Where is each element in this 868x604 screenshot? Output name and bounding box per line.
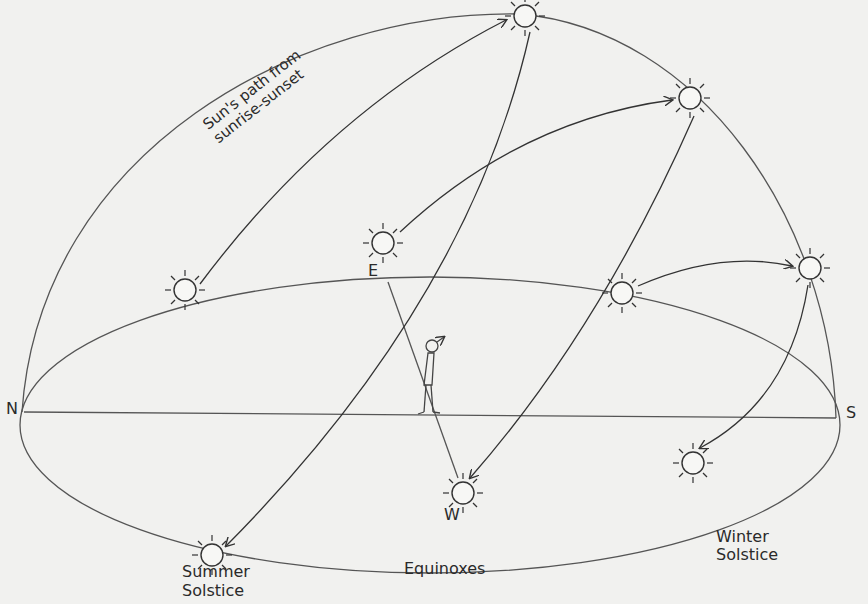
east-west-line bbox=[388, 282, 458, 478]
sun-icon bbox=[673, 443, 713, 483]
sun-icon bbox=[505, 0, 545, 36]
dome-arc bbox=[22, 14, 836, 418]
sun-icon bbox=[363, 223, 403, 263]
summer-path-set bbox=[226, 32, 530, 546]
horizon-ellipse bbox=[20, 277, 840, 573]
compass-north: N bbox=[6, 400, 18, 418]
winter-solstice-label: Winter Solstice bbox=[716, 528, 806, 565]
observer-figure bbox=[418, 337, 444, 414]
dome-outline bbox=[20, 14, 840, 573]
sun-icon bbox=[602, 273, 642, 313]
compass-west: W bbox=[444, 506, 460, 524]
sun-icons bbox=[165, 0, 830, 575]
summer-solstice-label: Summer Solstice bbox=[182, 563, 272, 600]
winter-path-rise bbox=[638, 261, 792, 286]
winter-path-set bbox=[700, 285, 808, 448]
summer-path-rise bbox=[200, 20, 506, 284]
equinoxes-label: Equinoxes bbox=[404, 560, 485, 578]
equinox-path-set bbox=[470, 116, 694, 478]
north-south-line bbox=[24, 412, 836, 418]
equinox-path-rise bbox=[400, 100, 672, 232]
sun-paths bbox=[200, 20, 808, 546]
sun-icon bbox=[165, 270, 205, 310]
sun-icon bbox=[790, 248, 830, 288]
path-caption: Sun's path from sunrise-sunset bbox=[200, 40, 324, 147]
compass-south: S bbox=[846, 404, 856, 422]
compass-east: E bbox=[368, 262, 378, 280]
sun-icon bbox=[670, 78, 710, 118]
